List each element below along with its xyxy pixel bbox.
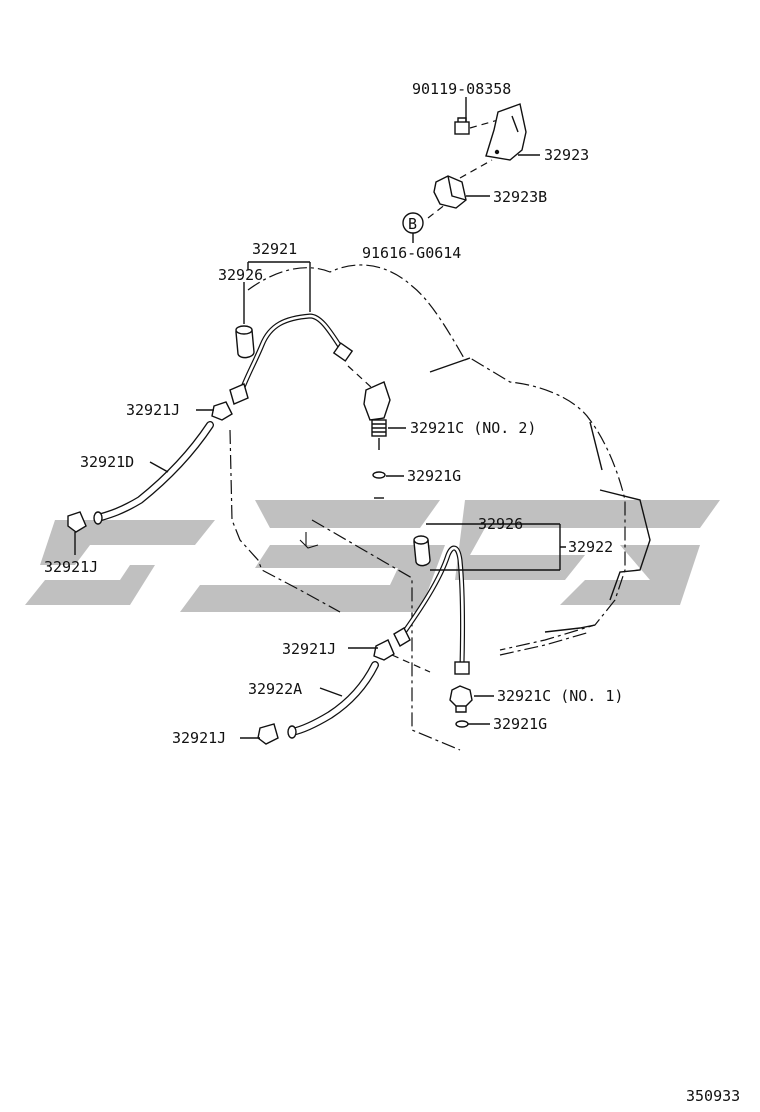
ref-mark-letter: B (408, 215, 417, 233)
label-bracket: 32923 (544, 146, 589, 164)
diagram-number: 350933 (686, 1087, 740, 1105)
hose-d (67, 401, 233, 555)
label-bolt: 90119-08358 (412, 80, 511, 98)
watermark-logo (25, 500, 720, 612)
label-clip-ref: 91616-G0614 (362, 244, 461, 262)
clamp-d-icon (257, 723, 279, 745)
label-hose-upper: 32926 (218, 266, 263, 284)
label-gasket-b: 32921G (493, 715, 547, 733)
label-gasket-a: 32921G (407, 467, 461, 485)
transmission-outline (229, 264, 651, 751)
union-no2 (347, 365, 391, 499)
clamp-c-icon (373, 639, 395, 661)
hose-a (257, 639, 431, 745)
union-no1 (449, 685, 473, 728)
label-clamp-d: 32921J (172, 729, 226, 747)
bracket-icon (485, 103, 527, 161)
lower-tube (393, 535, 470, 675)
label-union-no1: 32921C (NO. 1) (497, 687, 623, 705)
leader-lines (149, 97, 566, 739)
ref-mark: B (402, 212, 424, 243)
label-tube-upper: 32921 (252, 240, 297, 258)
bracket-assembly (427, 103, 527, 219)
clamp-bracket-icon (433, 175, 467, 209)
label-union-no2: 32921C (NO. 2) (410, 419, 536, 437)
upper-tube (229, 313, 354, 405)
label-clamp-a: 32921J (126, 401, 180, 419)
part-labels: 90119-08358 32923 32923B 91616-G0614 329… (44, 80, 623, 747)
clamp-b-icon (67, 511, 87, 533)
label-hose-d: 32921D (80, 453, 134, 471)
label-tube-lower: 32922 (568, 538, 613, 556)
clamp-a-icon (211, 401, 233, 421)
label-hose-a: 32922A (248, 680, 302, 698)
label-clamp-c: 32921J (282, 640, 336, 658)
label-clamp-b: 32921J (44, 558, 98, 576)
label-clamp-bracket: 32923B (493, 188, 547, 206)
bolt-icon (454, 121, 470, 135)
upper-hose-small (235, 325, 255, 359)
label-hose-lower: 32926 (478, 515, 523, 533)
